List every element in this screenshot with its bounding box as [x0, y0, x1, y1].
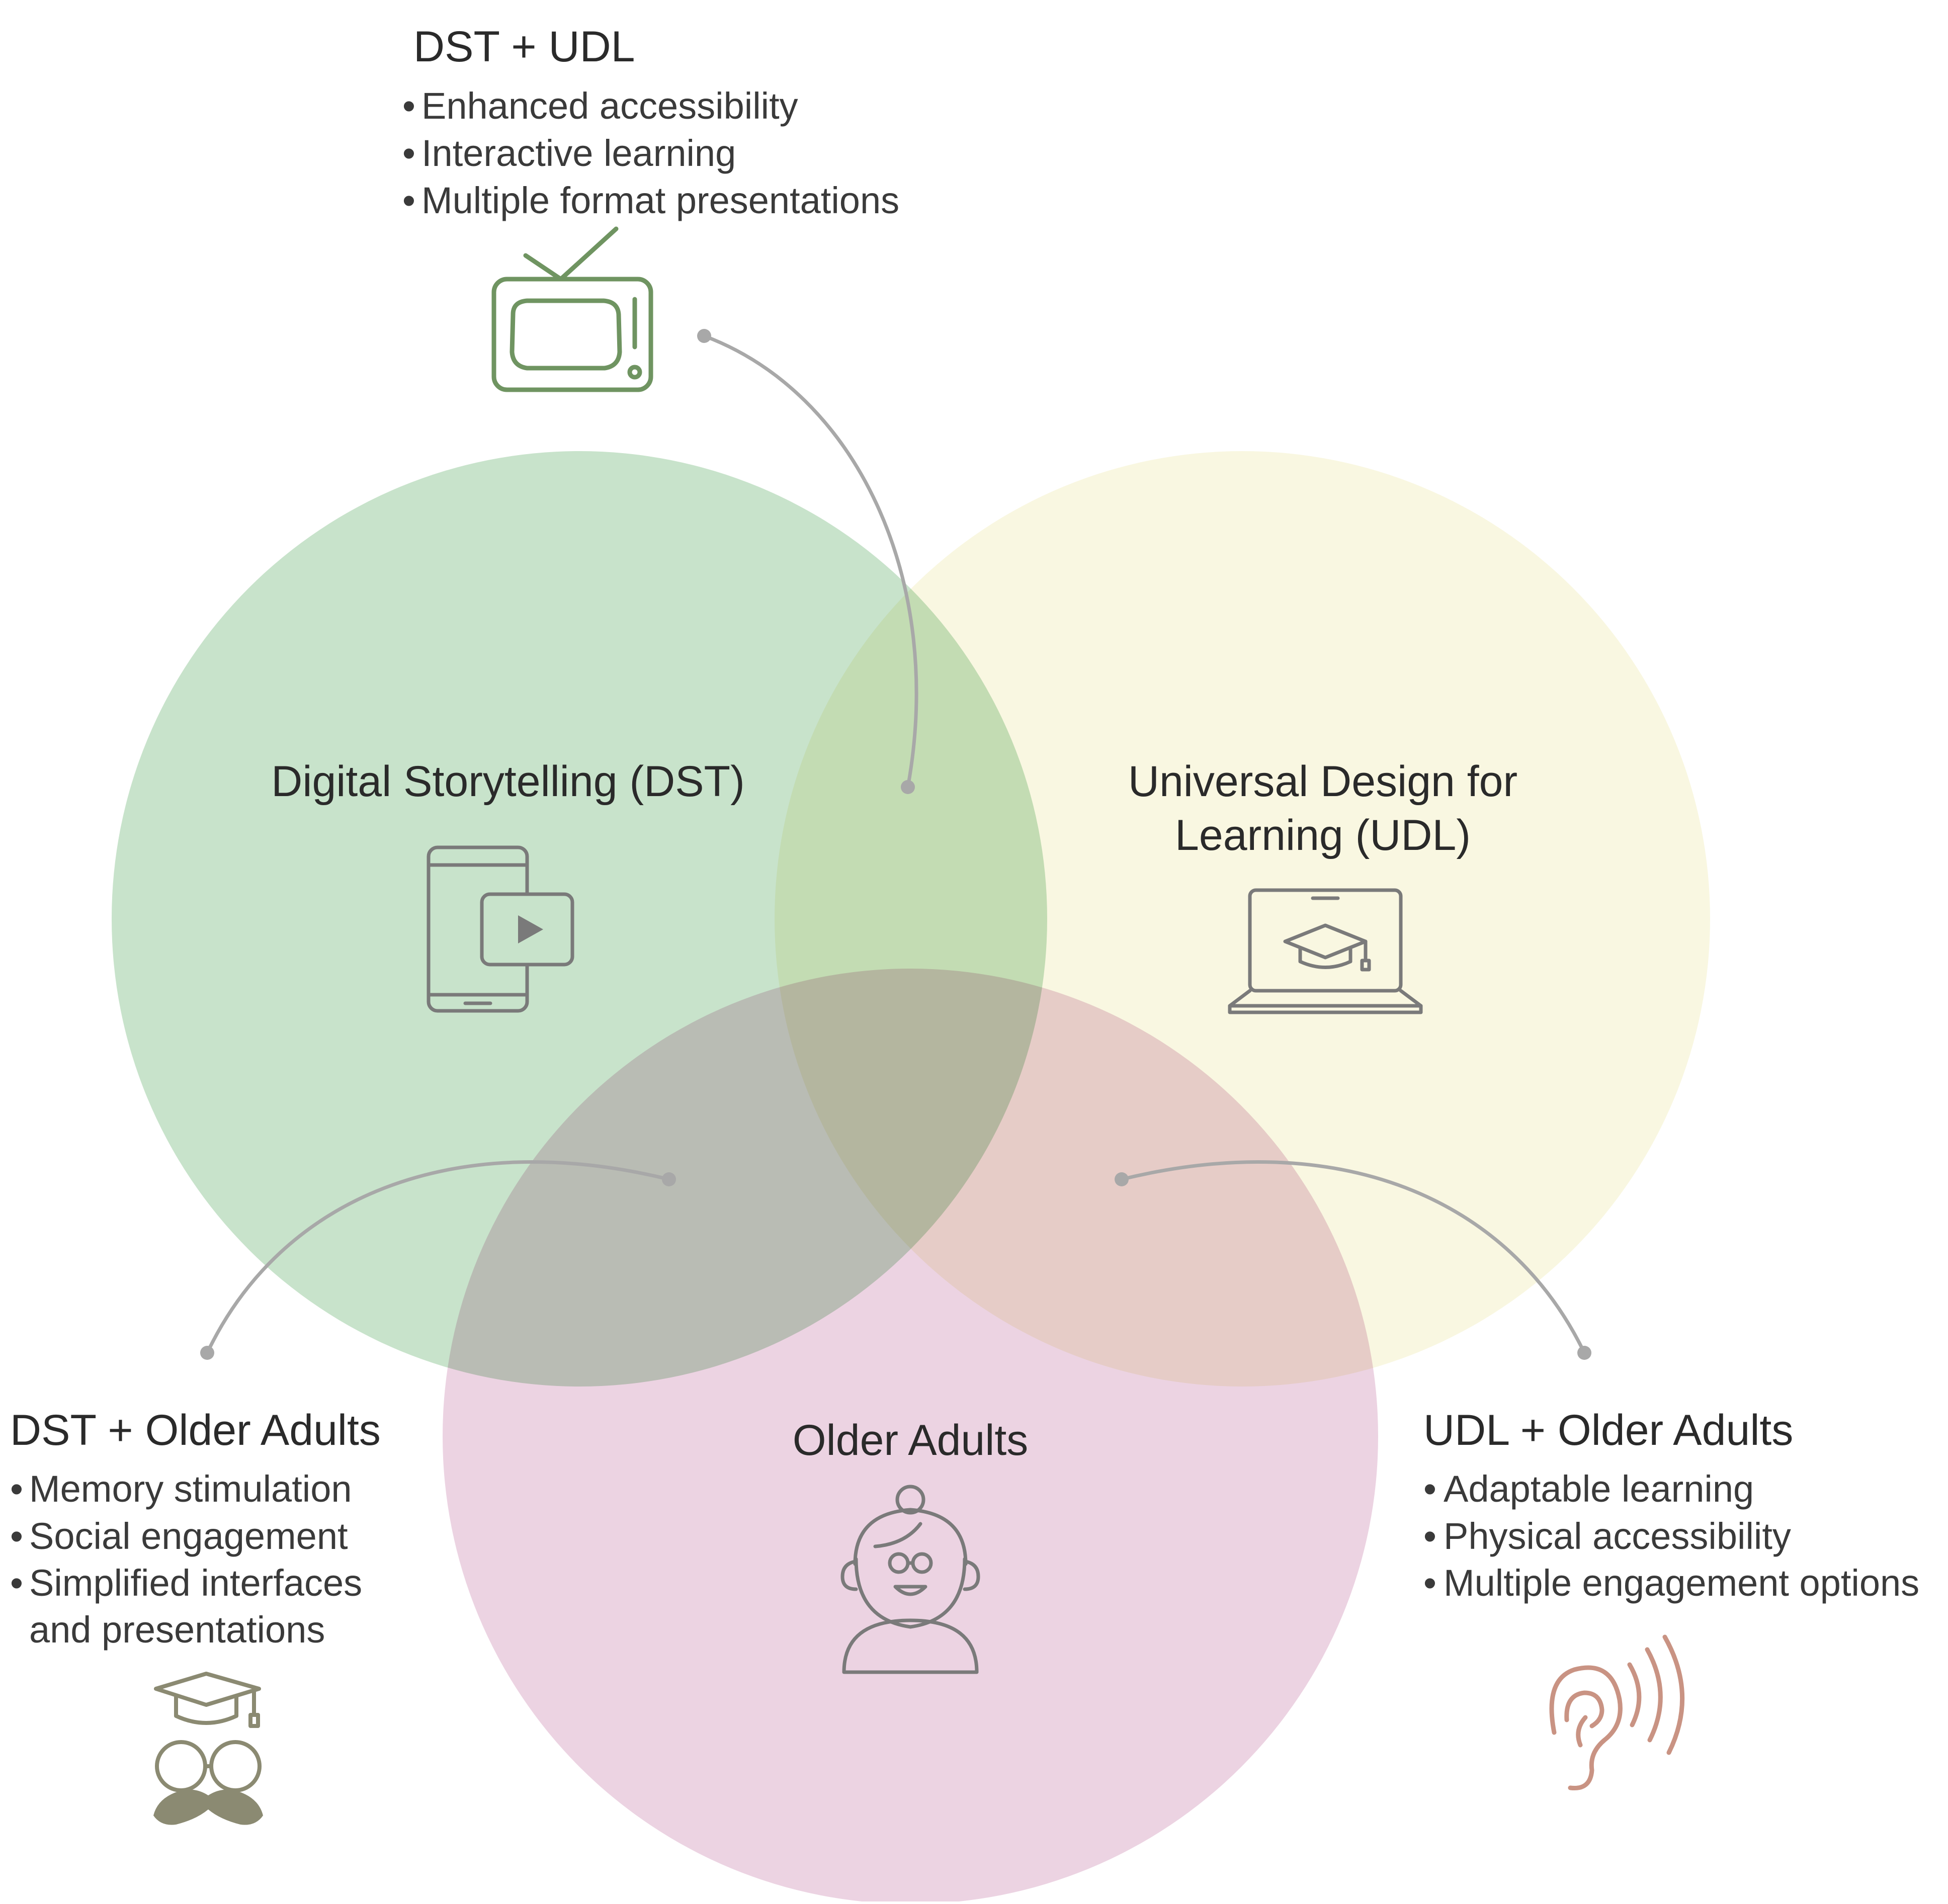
- connector-dot: [1577, 1346, 1591, 1360]
- callout-title: UDL + Older Adults: [1423, 1406, 1793, 1454]
- connector-dst-older: [205, 1160, 669, 1354]
- retro-tv-icon: [491, 226, 653, 392]
- callout-item: Memory stimulation: [29, 1468, 352, 1510]
- bullet-marker: •: [1423, 1515, 1436, 1557]
- callout-item: Physical accessibility: [1444, 1515, 1791, 1557]
- smartphone-video-icon: [427, 845, 574, 1013]
- connector-dot: [662, 1172, 676, 1186]
- dst-circle-label: Digital Storytelling (DST): [271, 757, 744, 806]
- bullet-marker: •: [402, 85, 415, 127]
- callout-item: Adaptable learning: [1444, 1468, 1754, 1510]
- callout-item: and presentations: [29, 1609, 325, 1651]
- venn-circles: [112, 451, 1710, 1904]
- bullet-marker: •: [10, 1562, 23, 1604]
- bullet-marker: •: [1423, 1562, 1436, 1604]
- callout-udl-older: UDL + Older Adults • Adaptable learning …: [1423, 1406, 1919, 1604]
- connector-dot: [697, 329, 711, 343]
- callout-item: Multiple format presentations: [421, 180, 899, 221]
- callout-item: Interactive learning: [421, 132, 736, 174]
- connector-dot: [901, 780, 915, 794]
- callout-item: Simplified interfaces: [29, 1562, 362, 1604]
- bullet-marker: •: [1423, 1468, 1436, 1510]
- callout-title: DST + Older Adults: [10, 1406, 381, 1454]
- older-adults-circle-label: Older Adults: [793, 1416, 1028, 1464]
- bullet-marker: •: [10, 1515, 23, 1557]
- bullet-marker: •: [10, 1468, 23, 1510]
- elderly-woman-icon: [840, 1485, 980, 1674]
- udl-circle-label-line1: Universal Design for: [1128, 757, 1517, 806]
- ear-sound-icon: [1549, 1634, 1685, 1791]
- laptop-graduation-cap-icon: [1228, 888, 1423, 1014]
- bullet-marker: •: [402, 180, 415, 221]
- graduate-glasses-mustache-icon: [153, 1672, 263, 1825]
- callout-dst-udl: DST + UDL • Enhanced accessibility • Int…: [402, 23, 899, 221]
- connector-dot: [200, 1346, 214, 1360]
- older-adults-circle: [443, 969, 1378, 1904]
- connectors: [205, 334, 1586, 1354]
- callout-item: Social engagement: [29, 1515, 348, 1557]
- callout-item: Multiple engagement options: [1444, 1562, 1919, 1604]
- callout-dst-older: DST + Older Adults • Memory stimulation …: [10, 1406, 381, 1651]
- connector-udl-older: [1121, 1160, 1586, 1354]
- connector-dot: [1115, 1172, 1129, 1186]
- connector-dst-udl: [703, 334, 918, 788]
- udl-circle-label-line2: Learning (UDL): [1175, 811, 1471, 859]
- callout-title: DST + UDL: [413, 23, 635, 71]
- connector-dots: [200, 329, 1591, 1360]
- callout-item: Enhanced accessibility: [421, 85, 798, 127]
- bullet-marker: •: [402, 132, 415, 174]
